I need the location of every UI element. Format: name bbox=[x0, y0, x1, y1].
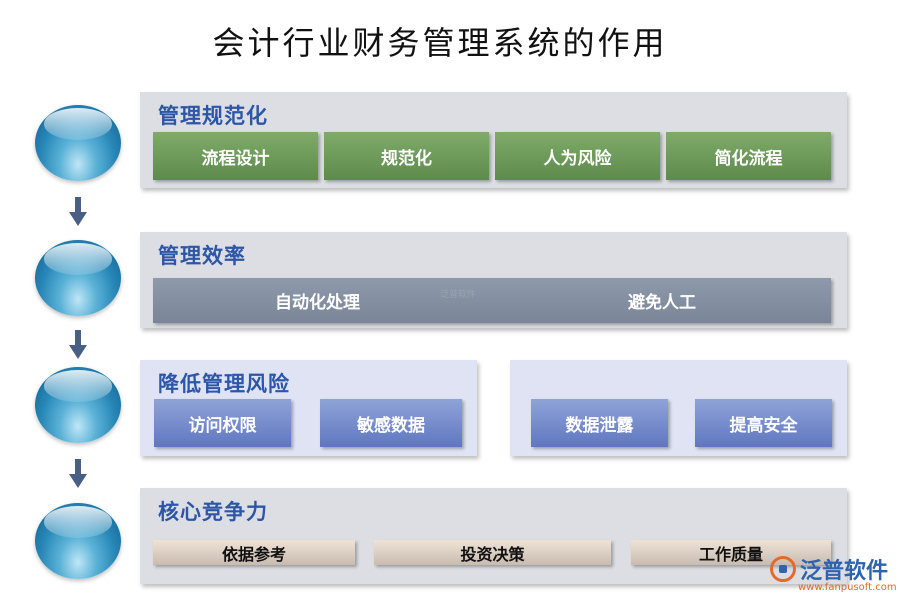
item-access-permission: 访问权限 bbox=[154, 399, 291, 447]
section-risk-left: 降低管理风险 访问权限 敏感数据 bbox=[140, 360, 477, 456]
item-human-risk: 人为风险 bbox=[495, 132, 660, 180]
item-standardize: 规范化 bbox=[324, 132, 489, 180]
orb-2 bbox=[35, 240, 121, 316]
brand-logo: 泛普软件 www.fanpusoft.com bbox=[770, 553, 897, 598]
orb-1 bbox=[35, 105, 121, 181]
section-risk-right: 数据泄露 提高安全 bbox=[510, 360, 847, 456]
section-title: 管理规范化 bbox=[158, 103, 268, 128]
efficiency-bar: 自动化处理 避免人工 bbox=[153, 278, 831, 323]
logo-name: 泛普软件 bbox=[800, 559, 889, 584]
section-title: 降低管理风险 bbox=[158, 371, 290, 396]
item-reference: 依据参考 bbox=[153, 540, 355, 565]
section-efficiency: 管理效率 自动化处理 避免人工 bbox=[140, 232, 847, 328]
section-standardization: 管理规范化 流程设计 规范化 人为风险 简化流程 bbox=[140, 92, 847, 188]
item-avoid-manual: 避免人工 bbox=[628, 293, 696, 313]
section-title: 管理效率 bbox=[158, 243, 246, 268]
item-simplify-process: 简化流程 bbox=[666, 132, 831, 180]
item-process-design: 流程设计 bbox=[153, 132, 318, 180]
item-improve-security: 提高安全 bbox=[695, 399, 832, 447]
section-title: 核心竞争力 bbox=[158, 499, 268, 524]
down-arrow-icon bbox=[69, 197, 87, 226]
logo-icon bbox=[770, 556, 796, 582]
item-data-leak: 数据泄露 bbox=[531, 399, 668, 447]
item-investment-decision: 投资决策 bbox=[374, 540, 611, 565]
orb-4 bbox=[35, 503, 121, 579]
down-arrow-icon bbox=[69, 330, 87, 359]
down-arrow-icon bbox=[69, 459, 87, 488]
diagram-title: 会计行业财务管理系统的作用 bbox=[212, 24, 668, 62]
watermark: 泛普软件 bbox=[440, 290, 477, 300]
section-competitiveness: 核心竞争力 依据参考 投资决策 工作质量 bbox=[140, 488, 847, 584]
item-sensitive-data: 敏感数据 bbox=[320, 399, 462, 447]
item-work-quality: 工作质量 bbox=[631, 540, 831, 565]
item-automation: 自动化处理 bbox=[275, 293, 360, 313]
logo-url: www.fanpusoft.com bbox=[798, 582, 897, 593]
orb-3 bbox=[35, 367, 121, 443]
